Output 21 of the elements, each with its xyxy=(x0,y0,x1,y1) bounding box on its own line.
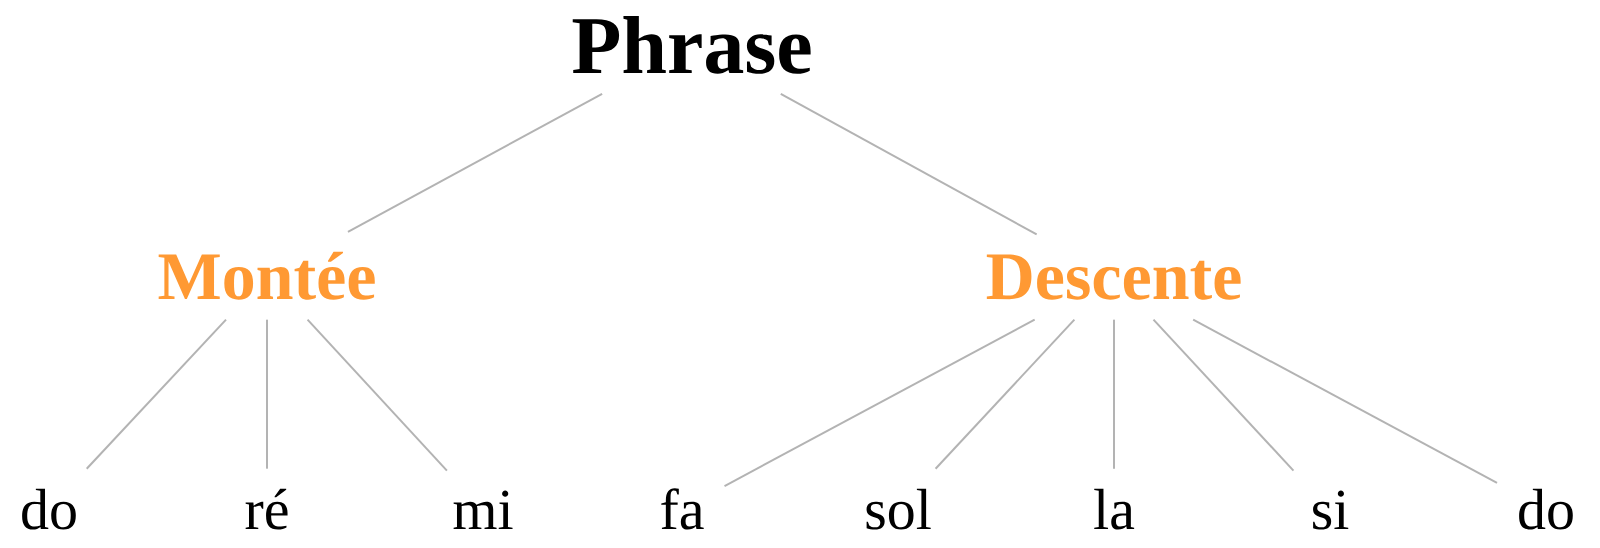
connector-line xyxy=(723,318,1036,488)
branch-label: Montée xyxy=(158,251,375,300)
leaf-label: fa xyxy=(661,488,704,530)
leaf-label: la xyxy=(1094,488,1135,530)
leaf-label: ré xyxy=(245,488,288,530)
root-label: Phrase xyxy=(572,16,811,74)
leaf-label: do xyxy=(1519,488,1573,530)
connector-line xyxy=(779,92,1038,236)
connector-line xyxy=(85,318,227,470)
connector-line xyxy=(1152,318,1295,472)
branch-label: Descente xyxy=(986,254,1241,300)
connector-line xyxy=(266,318,268,470)
leaf-label: si xyxy=(1313,490,1349,530)
leaf-label: mi xyxy=(453,490,513,529)
leaf-label: do xyxy=(22,488,76,530)
connector-line xyxy=(306,318,448,472)
connector-line xyxy=(934,318,1076,470)
leaf-label: sol xyxy=(866,488,931,530)
connector-line xyxy=(1113,318,1115,470)
connector-line xyxy=(1192,318,1498,484)
connector-line xyxy=(346,92,604,233)
